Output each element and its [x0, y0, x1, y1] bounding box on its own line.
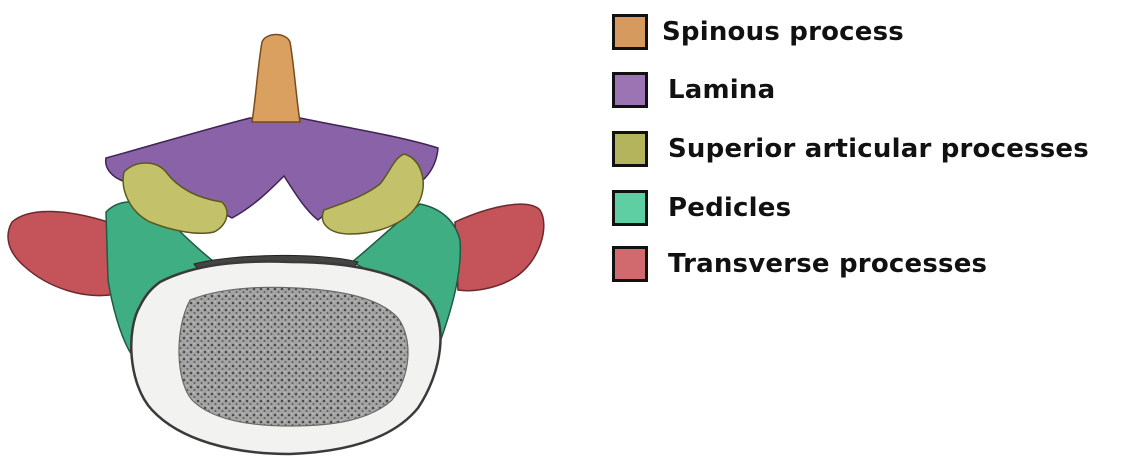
vertebra-diagram [0, 0, 600, 458]
legend-swatch-transverse-processes [612, 246, 648, 282]
legend-swatch-spinous-process [612, 14, 648, 50]
legend-label-transverse-processes: Transverse processes [668, 249, 987, 279]
vertebral-body-cancellous [179, 287, 408, 426]
spinous-process [252, 35, 300, 123]
legend-swatch-superior-articular-processes [612, 131, 648, 167]
legend-swatch-lamina [612, 72, 648, 108]
legend-swatch-pedicles [612, 190, 648, 226]
legend-item-pedicles: Pedicles [612, 190, 791, 226]
legend-label-superior-articular-processes: Superior articular processes [668, 134, 1089, 164]
transverse-process-left [8, 211, 116, 295]
legend-label-lamina: Lamina [668, 75, 775, 105]
legend-item-spinous-process: Spinous process [612, 14, 904, 50]
legend-item-superior-articular-processes: Superior articular processes [612, 131, 1089, 167]
transverse-process-right [455, 204, 544, 290]
legend-item-lamina: Lamina [612, 72, 775, 108]
legend-item-transverse-processes: Transverse processes [612, 246, 987, 282]
legend-label-pedicles: Pedicles [668, 193, 791, 223]
legend-label-spinous-process: Spinous process [662, 17, 904, 47]
